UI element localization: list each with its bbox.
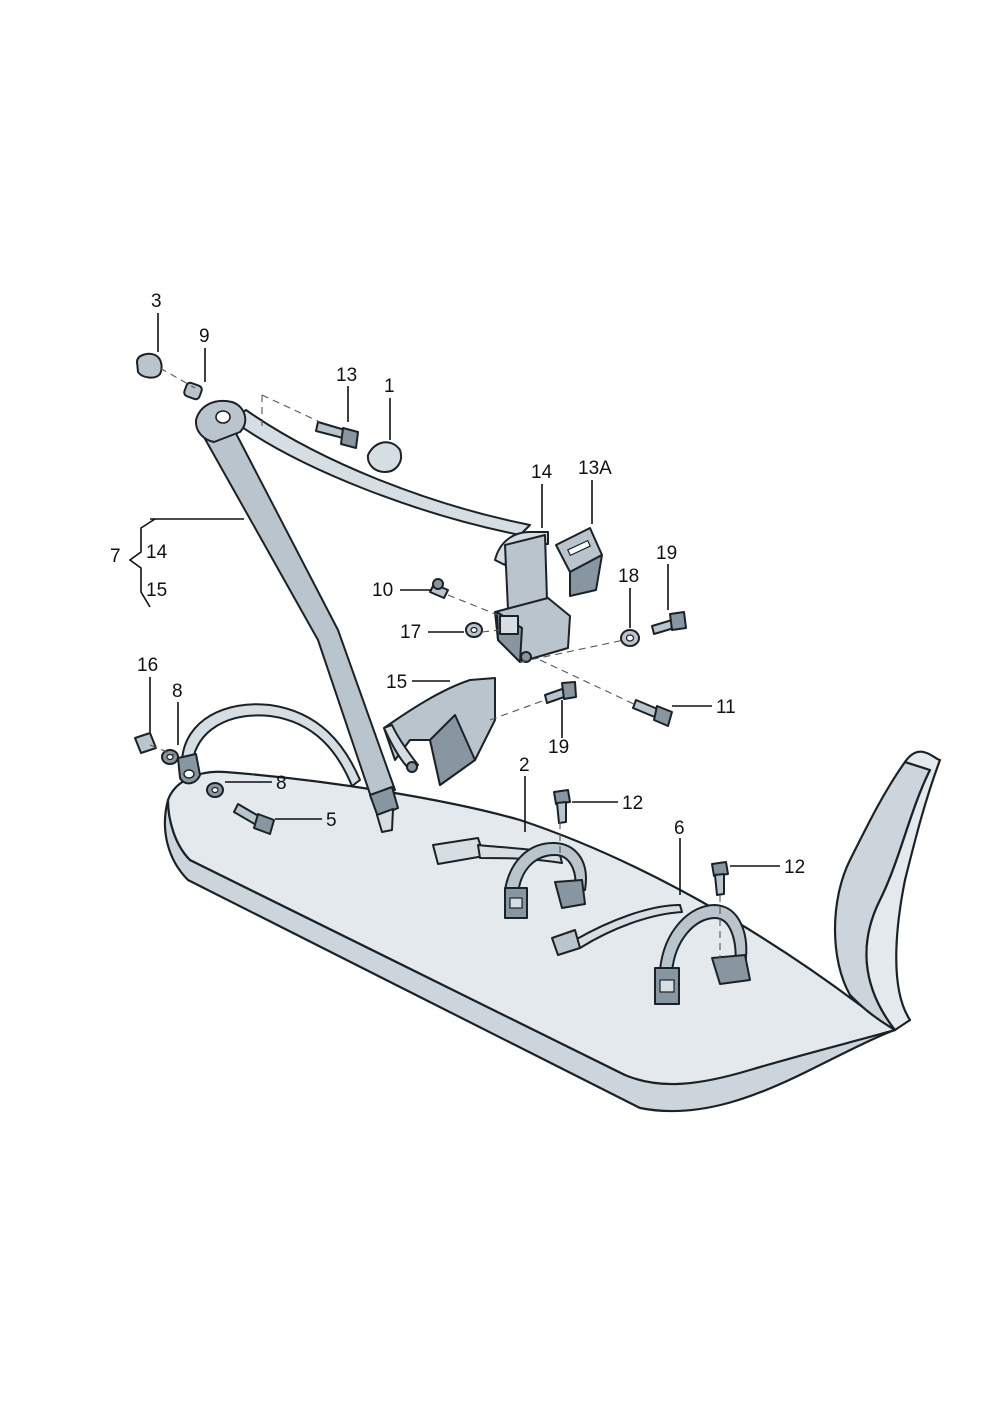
buckle-bolt-a [553,789,571,805]
leader-lines [128,313,780,895]
buckle-bolt-b [711,861,729,877]
callout-7: 7 [110,546,121,567]
spacer [134,732,157,754]
callout-11: 11 [716,697,736,718]
callout-13: 13 [336,365,357,386]
retractor-cover [555,527,603,597]
buckle-2 [432,837,587,919]
cap-nut [136,352,163,379]
callout-10: 10 [372,580,393,601]
callout-7-14: 14 [146,542,168,563]
callout-17: 17 [400,622,421,643]
callout-14-retractor: 14 [531,462,553,483]
anchor-cover-cap [366,441,402,473]
callout-9: 9 [199,326,210,347]
anchor-bolt [315,421,346,439]
callout-3: 3 [151,291,162,312]
retractor-assembly [494,531,571,663]
callout-1: 1 [384,376,395,397]
callout-12-b: 12 [784,857,805,878]
callout-labels: 3 9 13 1 14 13A 7 14 15 19 18 10 17 16 8… [110,291,805,878]
callout-8-lower: 8 [276,773,287,794]
callout-15: 15 [386,672,407,693]
callout-12-a: 12 [622,793,643,814]
mounting-bracket [383,677,496,786]
callout-16: 16 [137,655,158,676]
callout-2: 2 [519,755,530,776]
hardware [134,352,729,896]
assembly-lines [149,367,721,958]
rear-seat-cushion [163,750,942,1113]
three-point-belt [177,400,531,833]
buckle-6 [551,904,751,1005]
callout-13A: 13A [578,458,612,479]
callout-6: 6 [674,818,685,839]
callout-19-upper: 19 [656,543,677,564]
callout-7-15: 15 [146,580,167,601]
callout-5: 5 [326,810,337,831]
callout-8-upper: 8 [172,681,183,702]
callout-19-lower: 19 [548,737,569,758]
callout-18: 18 [618,566,639,587]
spacer-sleeve [183,381,203,401]
